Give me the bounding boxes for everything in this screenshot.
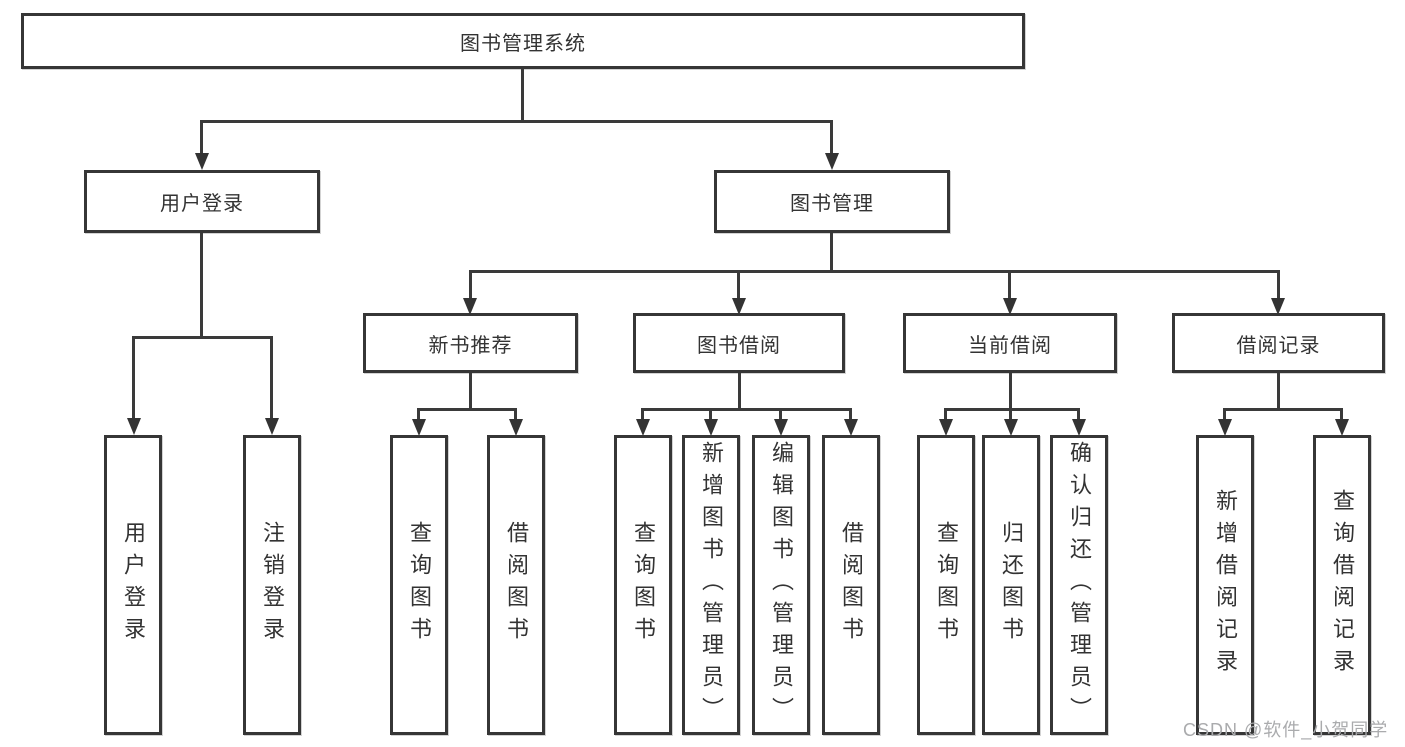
arrowhead-down-icon bbox=[732, 298, 746, 315]
connector-userlogin-stem bbox=[200, 233, 203, 338]
connector-borrowrecords-drop-1 bbox=[1223, 408, 1226, 421]
connector-userlogin-drop-2 bbox=[270, 336, 273, 420]
arrowhead-down-icon bbox=[509, 419, 523, 436]
connector-bookborrow-drop-2 bbox=[709, 408, 712, 421]
connector-newbooks-drop-2 bbox=[514, 408, 517, 421]
arrowhead-down-icon bbox=[844, 419, 858, 436]
node-root-label: 图书管理系统 bbox=[460, 32, 586, 55]
leaf-bb-edit-books: 编辑图书（管理员） bbox=[752, 435, 810, 735]
connector-root-drop-right bbox=[830, 120, 833, 155]
node-current-borrow-label: 当前借阅 bbox=[968, 334, 1052, 357]
connector-newbooks-stem bbox=[469, 373, 472, 410]
connector-bookmgmt-drop-4 bbox=[1277, 270, 1280, 300]
arrowhead-down-icon bbox=[939, 419, 953, 436]
connector-userlogin-drop-1 bbox=[132, 336, 135, 420]
leaf-cb-query-books: 查询图书 bbox=[917, 435, 975, 735]
leaf-br-add-record: 新增借阅记录 bbox=[1196, 435, 1254, 735]
arrowhead-down-icon bbox=[412, 419, 426, 436]
leaf-nb-borrow-books: 借阅图书 bbox=[487, 435, 545, 735]
node-root: 图书管理系统 bbox=[21, 13, 1025, 69]
node-book-mgmt: 图书管理 bbox=[714, 170, 950, 233]
connector-bookmgmt-drop-1 bbox=[469, 270, 472, 300]
node-current-borrow: 当前借阅 bbox=[903, 313, 1117, 373]
arrowhead-down-icon bbox=[127, 418, 141, 435]
node-user-login: 用户登录 bbox=[84, 170, 320, 233]
leaf-nb-query-books-label: 查询图书 bbox=[407, 521, 432, 649]
connector-bookborrow-drop-4 bbox=[849, 408, 852, 421]
arrowhead-down-icon bbox=[1004, 419, 1018, 436]
connector-root-drop-left bbox=[200, 120, 203, 155]
leaf-bb-borrow-books-label: 借阅图书 bbox=[839, 521, 864, 649]
leaf-bb-query-books: 查询图书 bbox=[614, 435, 672, 735]
leaf-logout: 注销登录 bbox=[243, 435, 301, 735]
leaf-nb-query-books: 查询图书 bbox=[390, 435, 448, 735]
connector-bookborrow-hbar bbox=[641, 408, 851, 411]
csdn-watermark: CSDN @软件_小贺同学 bbox=[1183, 720, 1389, 740]
connector-newbooks-drop-1 bbox=[417, 408, 420, 421]
leaf-user-login: 用户登录 bbox=[104, 435, 162, 735]
connector-currentborrow-drop-2 bbox=[1009, 408, 1012, 421]
node-user-login-label: 用户登录 bbox=[160, 193, 244, 215]
arrowhead-down-icon bbox=[195, 153, 209, 170]
connector-bookborrow-stem bbox=[738, 373, 741, 410]
arrowhead-down-icon bbox=[704, 419, 718, 436]
leaf-nb-borrow-books-label: 借阅图书 bbox=[504, 521, 529, 649]
leaf-cb-confirm-return-label: 确认归还（管理员） bbox=[1067, 441, 1092, 729]
leaf-bb-add-books: 新增图书（管理员） bbox=[682, 435, 740, 735]
connector-bookborrow-drop-1 bbox=[641, 408, 644, 421]
arrowhead-down-icon bbox=[265, 418, 279, 435]
connector-borrowrecords-hbar bbox=[1223, 408, 1342, 411]
leaf-br-add-record-label: 新增借阅记录 bbox=[1213, 489, 1238, 681]
leaf-cb-query-books-label: 查询图书 bbox=[934, 521, 959, 649]
node-book-borrow: 图书借阅 bbox=[633, 313, 845, 373]
leaf-br-query-record: 查询借阅记录 bbox=[1313, 435, 1371, 735]
leaf-user-login-label: 用户登录 bbox=[121, 521, 146, 649]
node-book-borrow-label: 图书借阅 bbox=[697, 334, 781, 357]
connector-root-hbar bbox=[200, 120, 833, 123]
arrowhead-down-icon bbox=[1335, 419, 1349, 436]
leaf-cb-return-books: 归还图书 bbox=[982, 435, 1040, 735]
connector-newbooks-hbar bbox=[417, 408, 517, 411]
connector-userlogin-hbar bbox=[132, 336, 273, 339]
node-borrow-records-label: 借阅记录 bbox=[1236, 334, 1321, 357]
arrowhead-down-icon bbox=[636, 419, 650, 436]
connector-bookmgmt-hbar bbox=[469, 270, 1280, 273]
connector-bookmgmt-drop-2 bbox=[737, 270, 740, 300]
leaf-bb-query-books-label: 查询图书 bbox=[631, 521, 656, 649]
connector-borrowrecords-drop-2 bbox=[1340, 408, 1343, 421]
node-borrow-records: 借阅记录 bbox=[1172, 313, 1385, 373]
arrowhead-down-icon bbox=[774, 419, 788, 436]
arrowhead-down-icon bbox=[1271, 298, 1285, 315]
leaf-br-query-record-label: 查询借阅记录 bbox=[1330, 489, 1355, 681]
connector-currentborrow-stem bbox=[1009, 373, 1012, 410]
leaf-bb-edit-books-label: 编辑图书（管理员） bbox=[769, 441, 794, 729]
arrowhead-down-icon bbox=[1072, 419, 1086, 436]
leaf-cb-confirm-return: 确认归还（管理员） bbox=[1050, 435, 1108, 735]
arrowhead-down-icon bbox=[1003, 298, 1017, 315]
leaf-bb-add-books-label: 新增图书（管理员） bbox=[699, 441, 724, 729]
node-new-books-label: 新书推荐 bbox=[428, 334, 513, 357]
connector-bookmgmt-stem bbox=[830, 233, 833, 272]
connector-borrowrecords-stem bbox=[1277, 373, 1280, 410]
connector-bookmgmt-drop-3 bbox=[1008, 270, 1011, 300]
leaf-cb-return-books-label: 归还图书 bbox=[999, 521, 1024, 649]
leaf-logout-label: 注销登录 bbox=[260, 521, 285, 649]
arrowhead-down-icon bbox=[463, 298, 477, 315]
arrowhead-down-icon bbox=[825, 153, 839, 170]
node-new-books: 新书推荐 bbox=[363, 313, 578, 373]
connector-root-stem bbox=[521, 69, 524, 122]
connector-currentborrow-drop-1 bbox=[944, 408, 947, 421]
leaf-bb-borrow-books: 借阅图书 bbox=[822, 435, 880, 735]
connector-currentborrow-drop-3 bbox=[1077, 408, 1080, 421]
node-book-mgmt-label: 图书管理 bbox=[790, 193, 874, 215]
arrowhead-down-icon bbox=[1218, 419, 1232, 436]
connector-bookborrow-drop-3 bbox=[779, 408, 782, 421]
